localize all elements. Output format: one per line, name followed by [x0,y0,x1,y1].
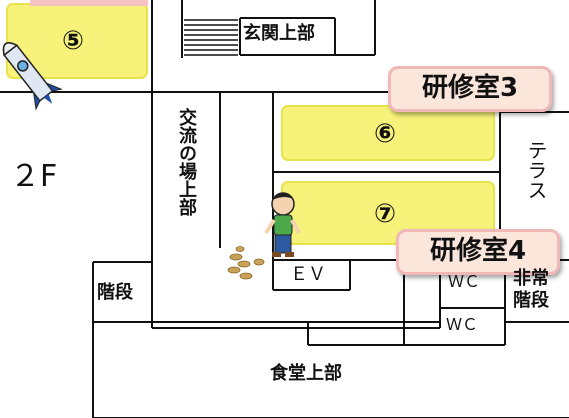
tag-edge [30,0,148,6]
cafeteria-upper-label: 食堂上部 [270,363,342,384]
stair-lines [184,19,238,56]
emergency-stairs-label: 非常階段 [513,268,549,311]
ev-label: ＥＶ [290,264,326,285]
entrance-upper-label: 玄関上部 [243,23,315,44]
study-room-4-tag: 研修室4 [396,229,560,275]
wc-label-2: ＷＣ [446,315,479,334]
terrace-label: テラス [524,140,548,200]
room-5-number: ⑤ [62,26,85,56]
rocket-icon [2,42,63,111]
room-6-number: ⑥ [374,119,397,149]
study-room-3-tag: 研修室3 [388,66,552,112]
wc-label-1: ＷＣ [448,272,481,291]
footprints-icon [227,246,265,280]
exchange-upper-label: 交流の場上部 [176,108,197,216]
room-7-number: ⑦ [374,199,397,229]
floor-label: ２F [10,159,58,194]
stairs-label: 階段 [97,282,133,303]
person-icon [264,192,301,257]
